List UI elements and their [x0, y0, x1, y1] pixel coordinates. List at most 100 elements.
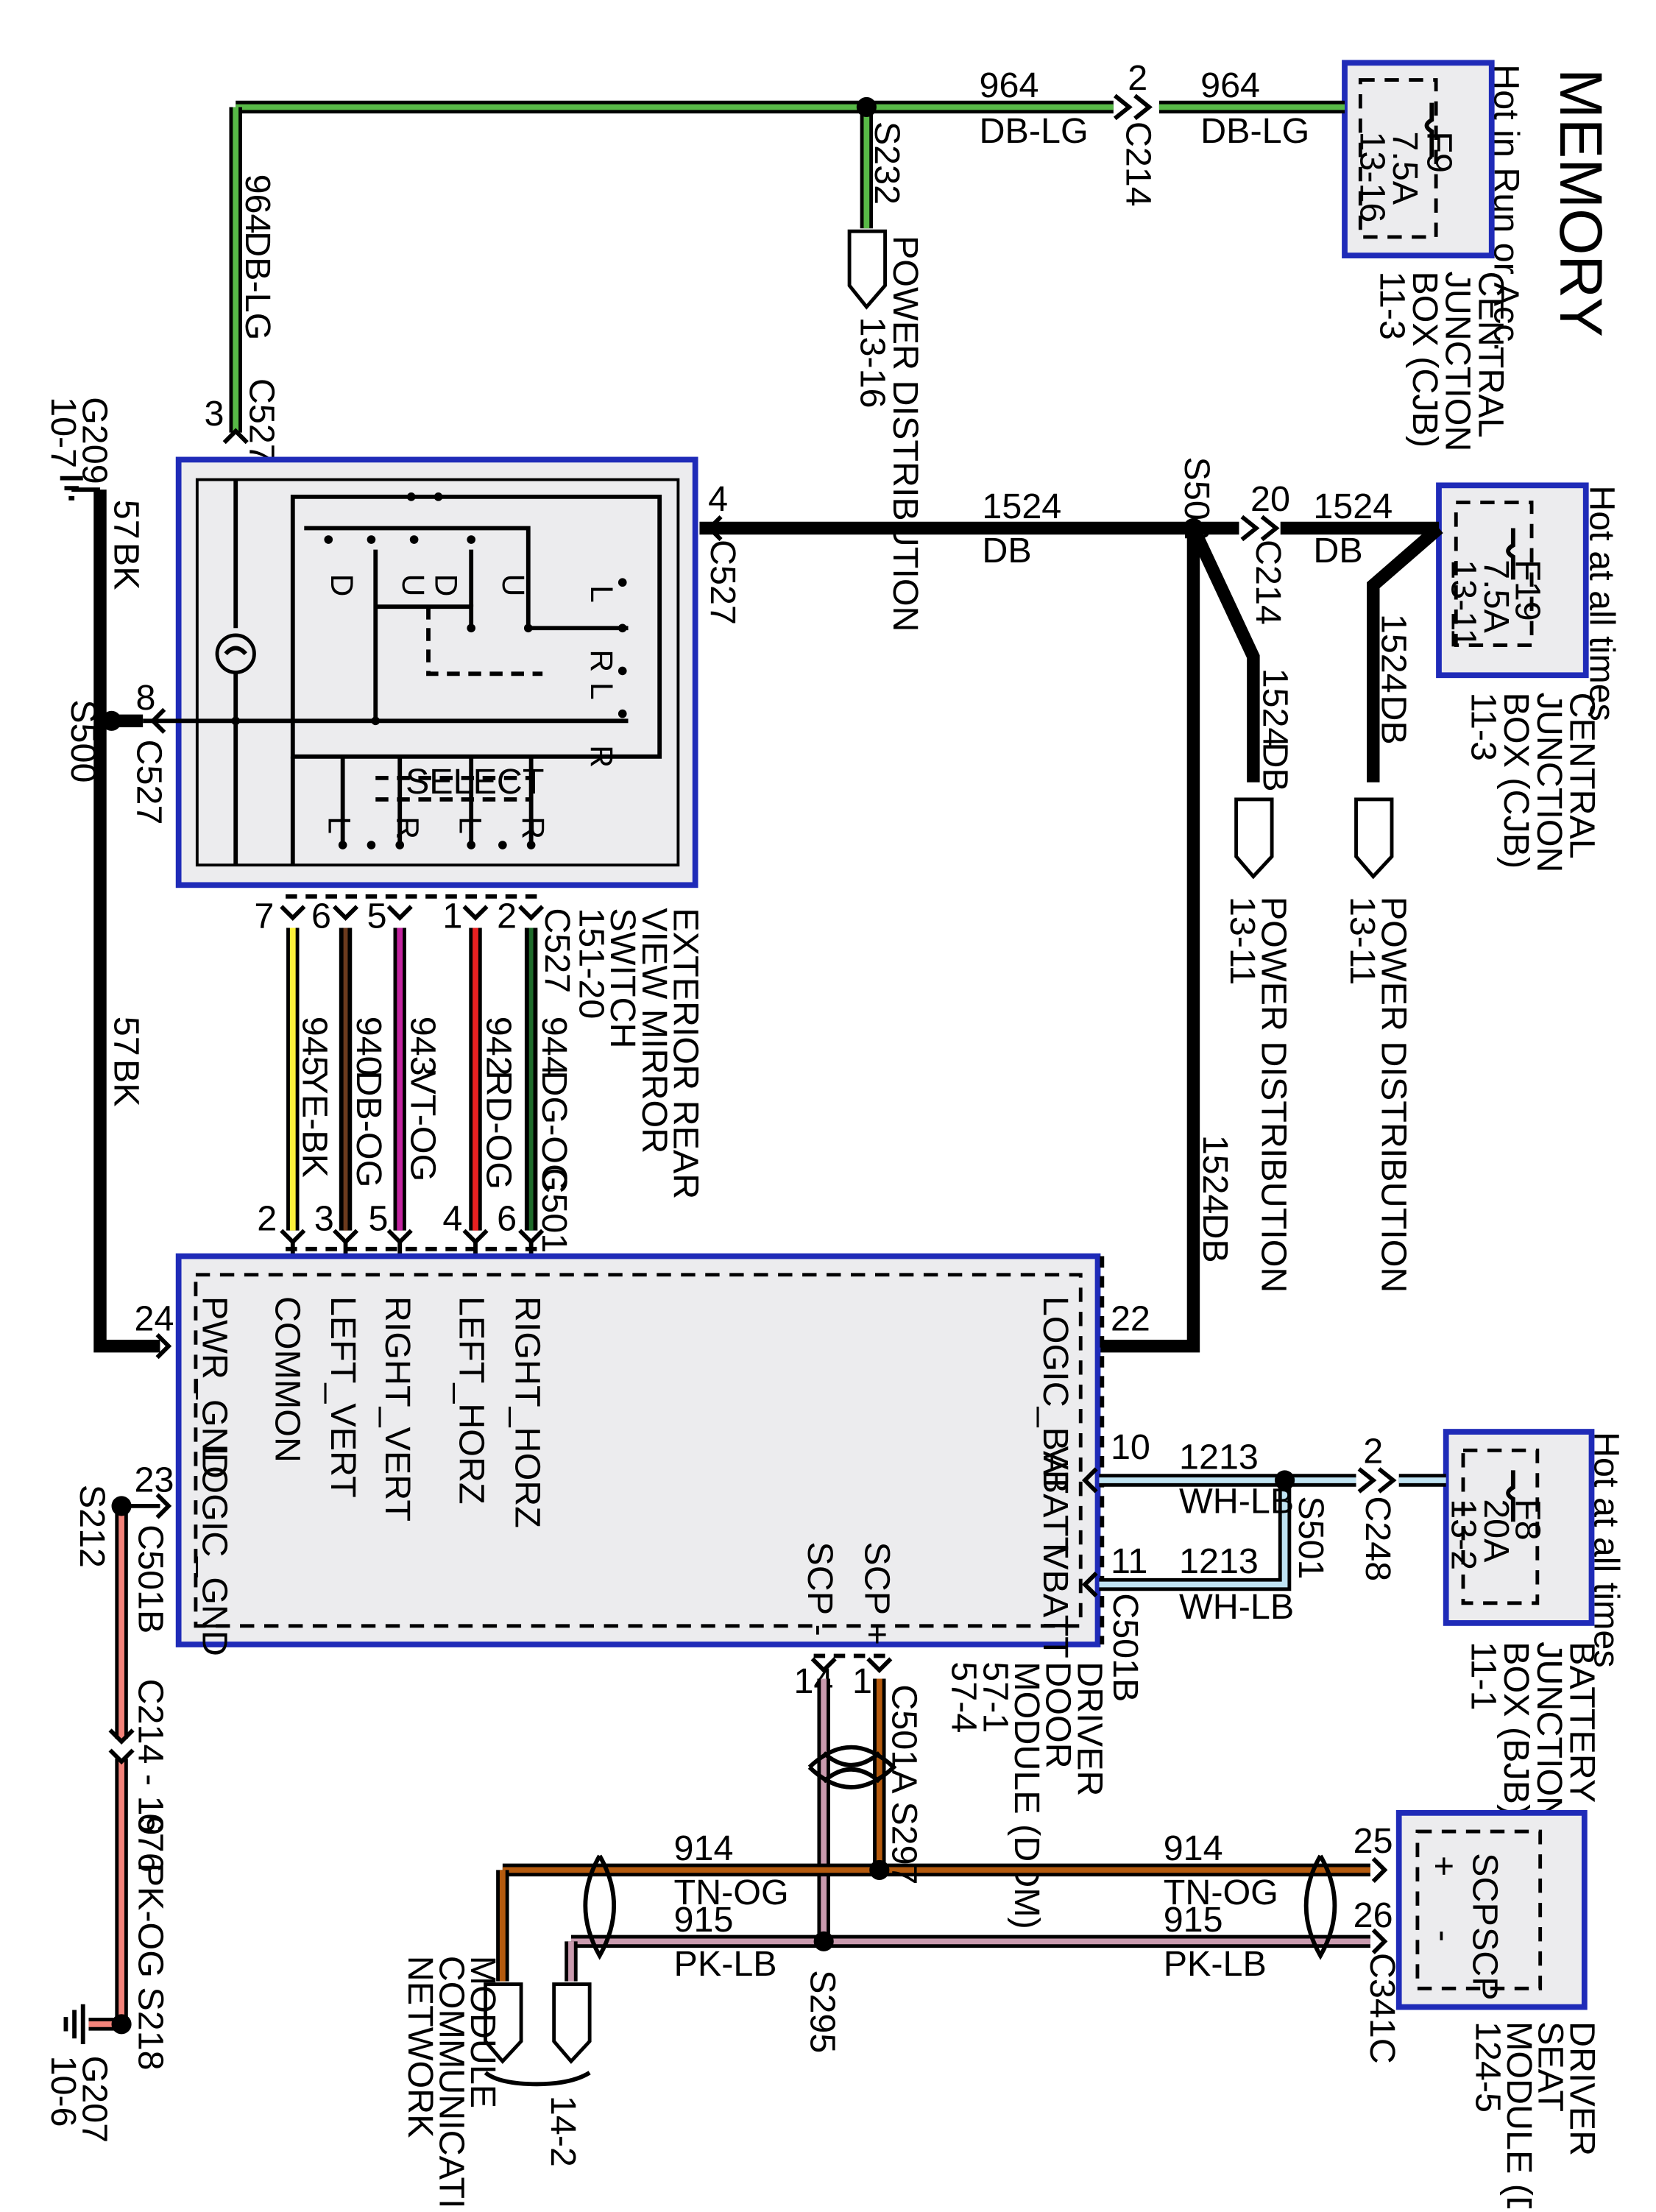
- ddm-pin-left-vert: LEFT_VERT: [323, 1296, 363, 1498]
- dsm-pin25: 25: [1354, 1821, 1393, 1861]
- cjb-mid-hot: Hot at all times: [1582, 485, 1622, 721]
- dsm-pin-minus: -: [1423, 1930, 1463, 1942]
- s295-label: S295: [803, 1970, 843, 2053]
- wire-942-num: 942: [479, 1017, 519, 1076]
- cjb-top-fuse-id: F9: [1419, 131, 1459, 173]
- wire-1524-color-b: DB: [1313, 531, 1362, 570]
- wire-1524-num-b: 1524: [1313, 487, 1393, 526]
- ddm-pin-4: 4: [442, 1199, 462, 1239]
- wire-1524-color-e: DB: [1195, 1213, 1235, 1262]
- c248-label: C248: [1358, 1496, 1398, 1581]
- power-dist-ref-1: 13-16: [853, 317, 893, 409]
- wire-676-num: 676: [130, 1813, 170, 1873]
- power-dist-ref-3: 13-11: [1342, 897, 1382, 985]
- mirror-letter-u1: U: [395, 574, 431, 597]
- ddm-pin-23: 23: [135, 1460, 174, 1500]
- mirror-switch-line1: EXTERIOR REAR: [666, 908, 706, 1199]
- wire-1213: [1081, 1467, 1446, 1598]
- ddm-pin-22: 22: [1111, 1298, 1150, 1338]
- wire-1524-num-d: 1524: [1255, 668, 1295, 748]
- ddm-pin-left-horz: LEFT_HORZ: [452, 1296, 492, 1505]
- power-dist-ref-2: 13-11: [1222, 897, 1262, 985]
- ddm-pin-logic-bat: LOGIC_BAT: [1036, 1296, 1075, 1494]
- ddm-pin-11: 11: [1111, 1541, 1147, 1581]
- wire-57: [60, 476, 172, 1360]
- cjb-mid-fuse-ref: 13-11: [1443, 559, 1483, 648]
- bjb-box: Hot at all times F8 20A 13-2 BATTERY JUN…: [1443, 1429, 1626, 1822]
- wire-1524-num-c: 1524: [1373, 614, 1413, 693]
- dsm-line2: SEAT: [1531, 2021, 1571, 2112]
- wire-914-color-b: TN-OG: [1164, 1873, 1278, 1912]
- wire-57-num-b: 57: [106, 1017, 146, 1056]
- mirror-letter-r3: R: [389, 816, 425, 839]
- ddm-pin-5: 5: [369, 1199, 389, 1239]
- cjb-top-line3: BOX (CJB): [1405, 271, 1445, 448]
- mirror-switch-line4: 151-20: [572, 908, 612, 1019]
- power-dist-connector-2: [1234, 797, 1274, 880]
- wire-945-num: 945: [294, 1017, 334, 1076]
- s502-label: S502: [1177, 457, 1217, 540]
- ddm-pin-1: 1: [852, 1661, 872, 1701]
- wire-1524-color-d: DB: [1255, 742, 1295, 791]
- wire-964-num-c: 964: [238, 174, 277, 234]
- c527-pin5: 5: [367, 897, 387, 936]
- wire-1524-color-c: DB: [1373, 695, 1413, 744]
- wire-944-color: DG-OG: [534, 1070, 574, 1191]
- wire-915-color-b: PK-LB: [1164, 1944, 1267, 1984]
- mcn-line3: NETWORK: [400, 1956, 440, 2138]
- ddm-pin-scp-plus: SCP +: [857, 1541, 896, 1645]
- mirror-switch-line2: VIEW MIRROR: [634, 908, 674, 1153]
- power-dist-label-2: POWER DISTRIBUTION: [1254, 897, 1294, 1293]
- c527-pin2: 2: [497, 897, 517, 936]
- c248-pin2: 2: [1363, 1432, 1383, 1471]
- cjb-top-hot: Hot in Run or Acc.: [1487, 64, 1526, 352]
- s297-label: S297: [884, 1801, 924, 1884]
- g209-label: G209: [75, 397, 115, 484]
- mirror-select-label: SELECT: [406, 762, 545, 802]
- cjb-mid-line4: 11-3: [1464, 693, 1504, 761]
- wire-1213-num-b: 1213: [1179, 1541, 1259, 1581]
- c501b-right-label: C501B: [1105, 1593, 1145, 1702]
- power-dist-connector-1: [847, 229, 887, 310]
- wire-1524: [699, 515, 1443, 1360]
- wire-964: [222, 93, 1345, 445]
- c527-pin7: 7: [254, 897, 274, 936]
- wire-945-color: YE-BK: [294, 1070, 334, 1177]
- mcn-line2: COMMUNICATIONS: [432, 1956, 472, 2208]
- wire-57-color-a: BK: [106, 543, 146, 590]
- ddm-pin-right-vert: RIGHT_VERT: [378, 1296, 417, 1522]
- wire-942-color: RD-OG: [479, 1070, 519, 1190]
- wire-943-color: VT-OG: [403, 1070, 443, 1181]
- g207-ref: 10-6: [43, 2056, 83, 2127]
- bjb-fuse-ref: 13-2: [1443, 1499, 1483, 1570]
- ddm-line1: DRIVER: [1069, 1661, 1109, 1796]
- ddm-box: [175, 1253, 1105, 1647]
- c527-pin4: 4: [708, 479, 728, 519]
- bjb-fuse-id: F8: [1508, 1499, 1548, 1541]
- g209-ref: 10-7: [43, 397, 83, 468]
- wire-964-num-a: 964: [980, 66, 1039, 105]
- wire-1213-color-b: WH-LB: [1179, 1587, 1294, 1627]
- ddm-pin-2: 2: [257, 1199, 277, 1239]
- dsm-pin-scp-1: SCP: [1465, 1853, 1505, 1926]
- power-dist-connector-3: [1354, 797, 1394, 880]
- wire-915-num-b: 915: [1164, 1900, 1223, 1940]
- wire-57-color-b: BK: [106, 1059, 146, 1107]
- cjb-mid-line1: CENTRAL: [1562, 693, 1602, 859]
- cjb-mid-fuse-id: F19: [1508, 559, 1548, 621]
- mcn-connectors: [484, 1982, 592, 2087]
- bjb-fuse-amp: 20A: [1476, 1499, 1516, 1563]
- c214-label-top: C214: [1118, 121, 1158, 207]
- wire-676: [63, 1493, 172, 2044]
- dsm-line3: MODULE (DSM): [1499, 2021, 1539, 2208]
- ddm-pin-vbatt-1: VBATT: [1036, 1446, 1075, 1558]
- mirror-letter-u2: U: [495, 574, 531, 597]
- ddm-pin-right-horz: RIGHT_HORZ: [507, 1296, 547, 1528]
- mcn-line1: MODULE: [463, 1956, 503, 2108]
- ddm-pin-3: 3: [314, 1199, 334, 1239]
- c527-pin4-label: C527: [703, 540, 743, 625]
- cjb-mid-fuse-amp: 7.5A: [1476, 559, 1516, 633]
- dsm-line1: DRIVER: [1562, 2021, 1602, 2156]
- wire-1213-color-a: WH-LB: [1179, 1482, 1294, 1522]
